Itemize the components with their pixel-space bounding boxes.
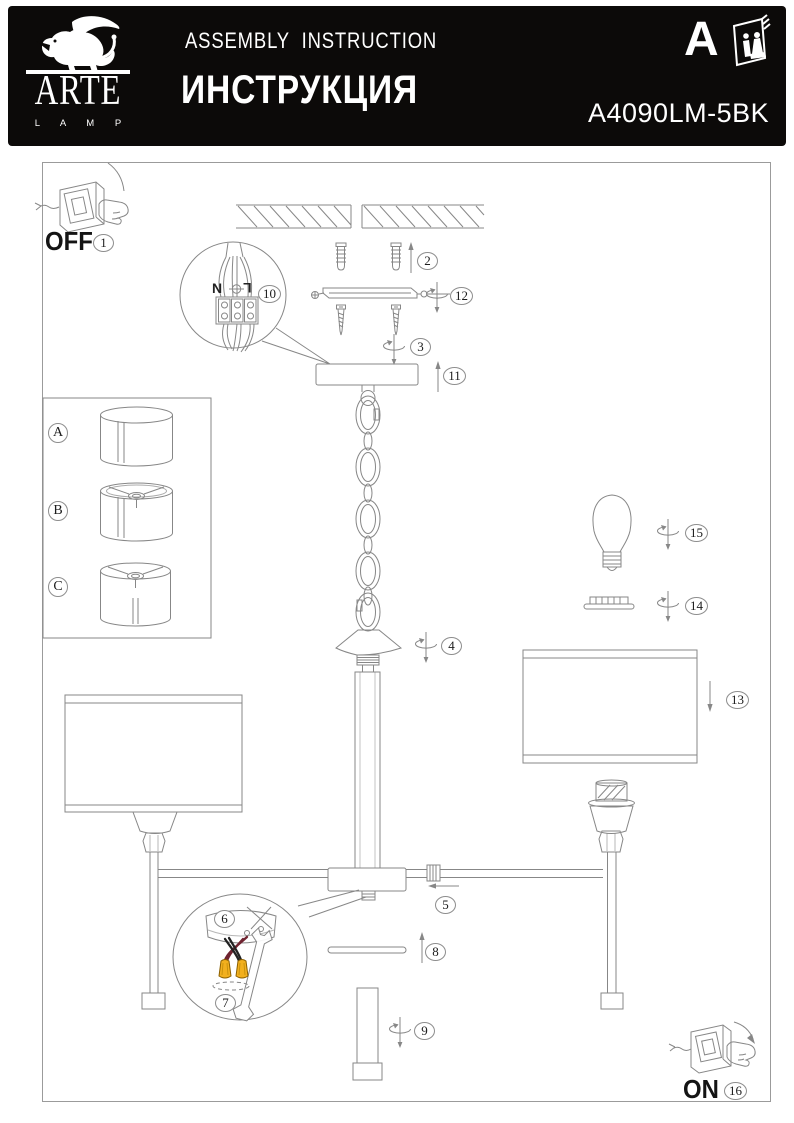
step5-arrow-icon [427, 882, 460, 890]
step-3-badge: 3 [410, 338, 431, 356]
step-4-badge: 4 [441, 637, 462, 655]
terminal-neutral-label: N [212, 280, 223, 296]
earth-screw-icon [229, 284, 244, 294]
mounting-screws-drawing [336, 304, 401, 336]
shade-variants-box [42, 397, 212, 639]
step9-rotate-icon [389, 1016, 411, 1049]
terminal-live-label: L [243, 280, 252, 296]
step15-rotate-icon [657, 518, 679, 551]
ceiling-drawing [236, 204, 485, 229]
shade-variant-b-badge: B [48, 501, 68, 521]
step4-rotate-icon [415, 631, 437, 664]
step-10-badge: 10 [258, 285, 281, 303]
step-12-badge: 12 [450, 287, 473, 305]
left-arm-drawing [158, 869, 328, 878]
header-bar: ARTE L A M P ASSEMBLY INSTRUCTION ИНСТРУ… [8, 6, 786, 146]
hand-press-icon [726, 1041, 756, 1067]
left-lamp-drawing [64, 694, 243, 1010]
canopy-cone-drawing [335, 629, 403, 673]
right-lamp-drawing [588, 779, 635, 1010]
step14-rotate-icon [657, 590, 679, 623]
step13-arrow-icon [706, 680, 714, 713]
title-russian: ИНСТРУКЦИЯ [181, 68, 418, 112]
step-5-badge: 5 [435, 896, 456, 914]
power-on-switch-drawing [668, 1021, 756, 1074]
step8-arrow-icon [418, 931, 426, 964]
shade-a-drawing [100, 406, 173, 467]
step-1-badge: 1 [93, 234, 114, 252]
wire-connector-icon [218, 959, 249, 979]
right-shade-drawing [522, 649, 698, 764]
finial-tube-drawing [352, 987, 383, 1081]
terminal-detail-drawing [179, 241, 331, 365]
diagram-frame-border [42, 162, 771, 1102]
on-label: ON [683, 1074, 719, 1104]
step3-rotate-icon [383, 333, 405, 366]
rotate-icon [426, 281, 448, 314]
step-7-badge: 7 [215, 994, 236, 1012]
shade-variant-a-badge: A [48, 423, 68, 443]
step-6-badge: 6 [214, 910, 235, 928]
bottom-plate-drawing [327, 946, 407, 954]
power-off-switch-drawing [34, 162, 129, 233]
step-16-badge: 16 [724, 1082, 747, 1100]
step-11-badge: 11 [443, 367, 466, 385]
shade-variant-c-badge: C [48, 577, 68, 597]
bulb-drawing [592, 494, 632, 571]
brand-name: ARTE [34, 68, 122, 114]
wiring-detail-drawing [172, 889, 367, 1022]
instruction-booklet-icon [732, 14, 771, 67]
brand-subname: L A M P [34, 118, 131, 129]
wall-anchors-drawing [335, 242, 402, 271]
neutral-wires [223, 936, 243, 963]
shade-c-drawing [100, 562, 171, 627]
step2-arrow-icon [407, 241, 415, 274]
step-2-badge: 2 [417, 252, 438, 270]
center-column-drawing [327, 671, 407, 901]
chain-drawing [355, 390, 381, 632]
mounting-bracket-drawing [311, 281, 450, 314]
wrench-icon [232, 927, 273, 1022]
model-number: A4090LM-5BK [588, 98, 770, 128]
step-13-badge: 13 [726, 691, 749, 709]
step11-arrow-icon [434, 360, 442, 393]
winged-lion-icon [26, 16, 130, 74]
title-english: ASSEMBLY INSTRUCTION [185, 28, 438, 53]
off-label: OFF [45, 226, 93, 256]
shade-b-drawing [100, 482, 173, 542]
doc-letter: A [684, 13, 719, 66]
shade-ring-drawing [583, 596, 635, 610]
step-8-badge: 8 [425, 943, 446, 961]
right-arm-drawing [406, 864, 603, 882]
ceiling-plate-drawing [315, 363, 419, 392]
brand-logo: ARTE L A M P [22, 10, 134, 144]
step-9-badge: 9 [414, 1022, 435, 1040]
step-14-badge: 14 [685, 597, 708, 615]
hand-press-icon [98, 162, 129, 225]
step-15-badge: 15 [685, 524, 708, 542]
